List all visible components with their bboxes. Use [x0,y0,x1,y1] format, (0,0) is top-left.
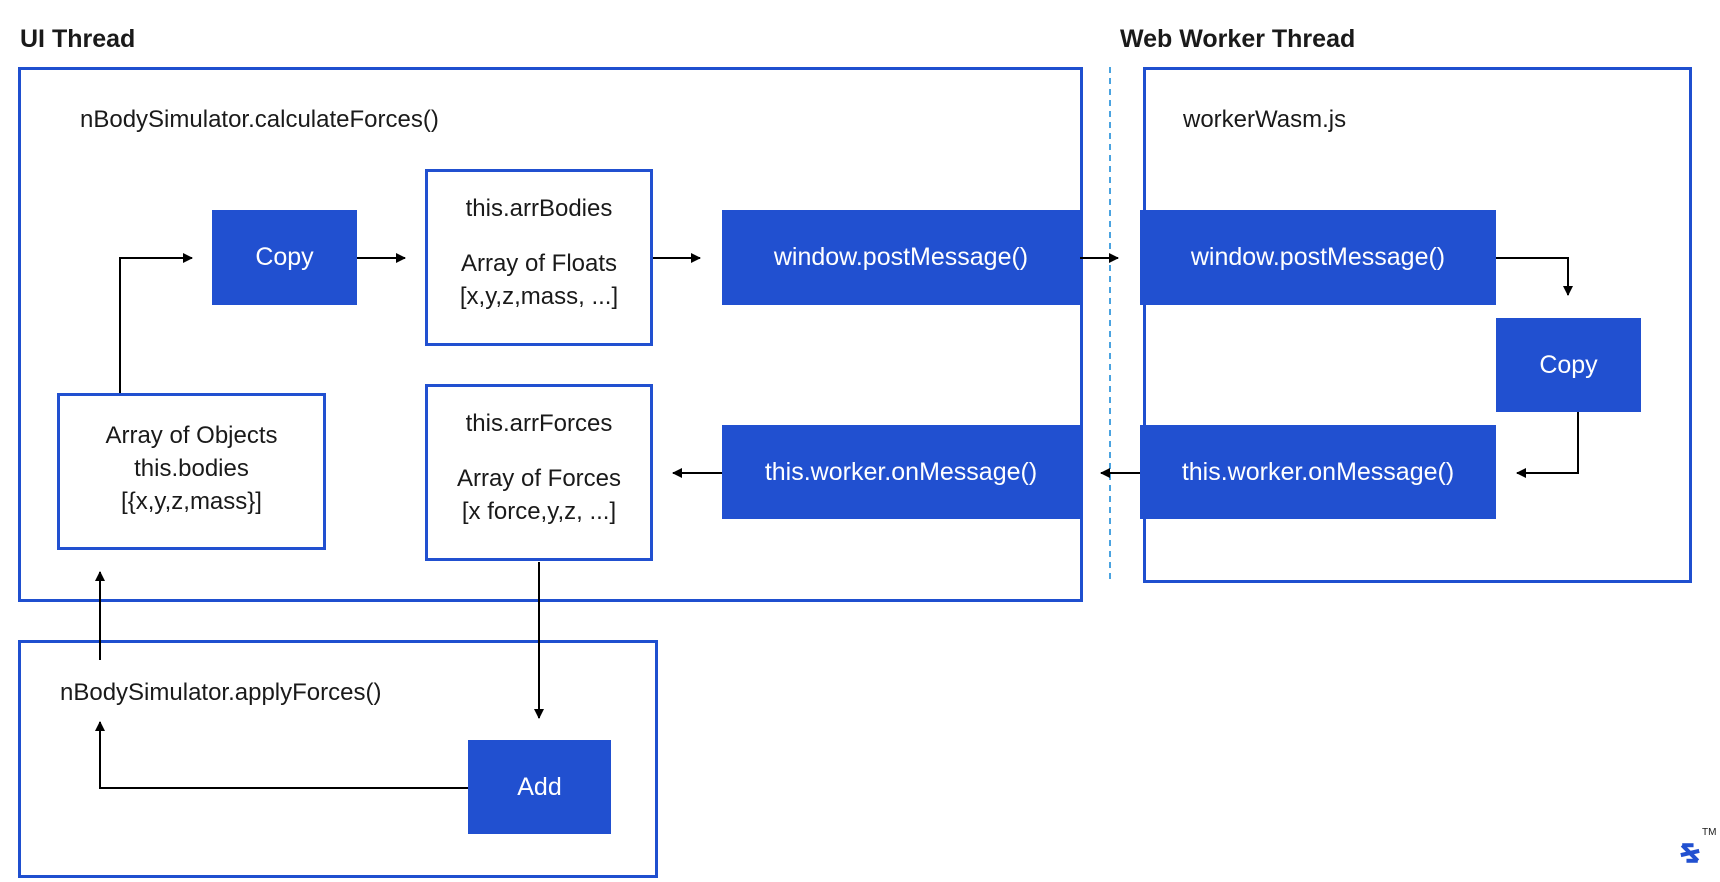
arrow-objects-to-copy [119,253,193,395]
apply-forces-title: nBodySimulator.applyForces() [60,679,382,706]
on-message-box-ui: this.worker.onMessage() [722,425,1080,519]
trademark-symbol: TM [1702,827,1716,838]
worker-thread-frame [1143,67,1692,583]
arrow-copy-to-onmessage [1516,412,1579,478]
arrow-postmessage-to-copy [1496,257,1573,296]
ui-thread-heading: UI Thread [20,25,136,53]
on-message-box-worker: this.worker.onMessage() [1140,425,1496,519]
worker-thread-heading: Web Worker Thread [1120,25,1356,53]
arr-bodies-title: this.arrBodies [465,195,613,222]
post-message-box-ui: window.postMessage() [722,210,1080,305]
arr-forces-type: Array of Forces [456,465,622,492]
worker-file-title: workerWasm.js [1183,106,1347,133]
calculate-forces-title: nBodySimulator.calculateForces() [80,106,439,133]
add-box: Add [468,740,611,834]
apply-forces-frame [18,640,658,878]
array-of-objects-label: Array of Objects [105,422,278,449]
post-message-box-worker: window.postMessage() [1140,210,1496,305]
arr-bodies-type: Array of Floats [460,250,618,277]
bodies-format-label: [{x,y,z,mass}] [121,488,262,515]
brand-logo-icon: TM [1680,827,1716,863]
copy-box-ui: Copy [212,210,357,305]
arr-forces-title: this.arrForces [465,410,613,437]
arrow-add-to-applyforces [95,721,468,789]
array-of-objects-box: Array of Objects this.bodies [{x,y,z,mas… [57,393,326,550]
arr-forces-format: [x force,y,z, ...] [461,498,617,525]
ui-thread-frame [18,67,1083,602]
arr-bodies-box: this.arrBodies Array of Floats [x,y,z,ma… [425,169,653,346]
copy-box-worker: Copy [1496,318,1641,412]
bodies-property-label: this.bodies [134,455,249,482]
arr-forces-box: this.arrForces Array of Forces [x force,… [425,384,653,561]
arr-bodies-format: [x,y,z,mass, ...] [459,283,619,310]
